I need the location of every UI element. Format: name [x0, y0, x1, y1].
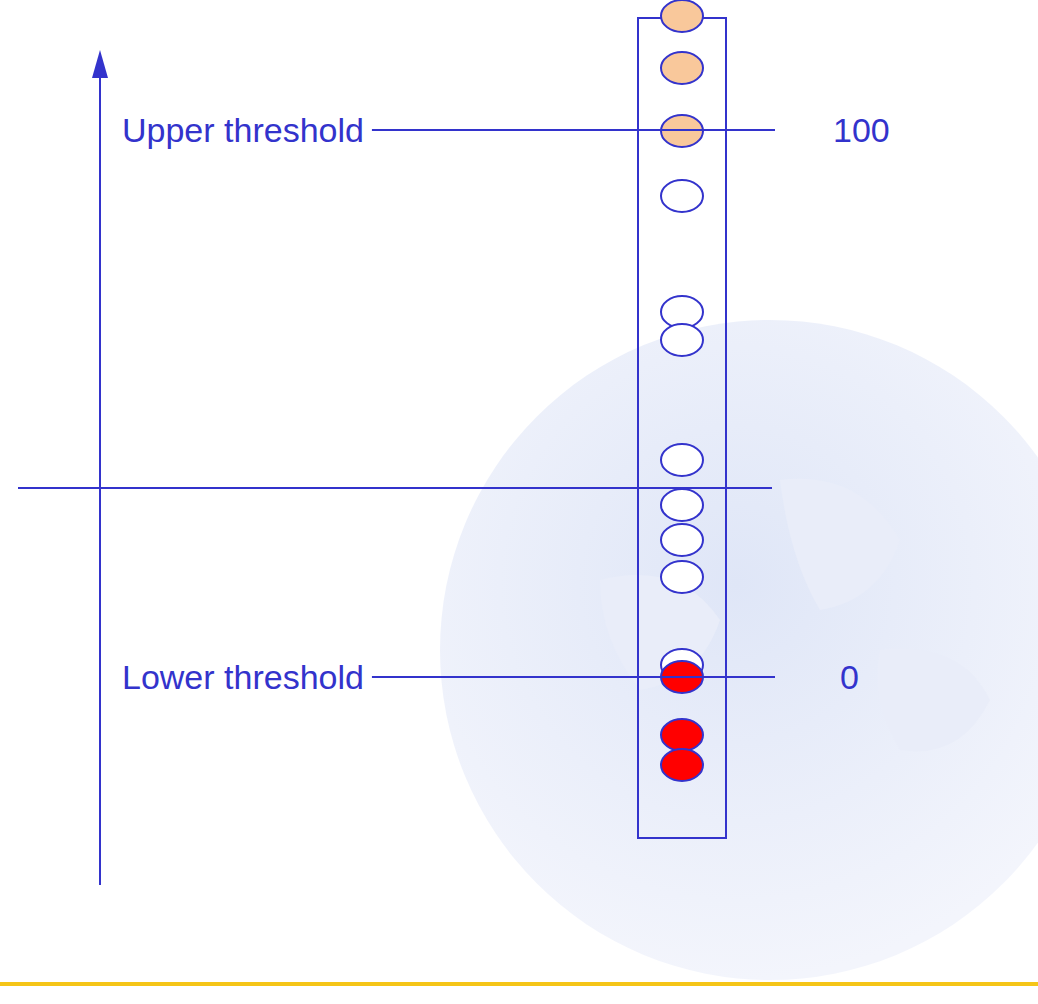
data-point: [661, 749, 703, 781]
threshold-value: 0: [840, 660, 859, 694]
data-point: [661, 489, 703, 521]
globe-watermark: [440, 320, 1038, 980]
data-point: [661, 561, 703, 593]
data-point: [661, 180, 703, 212]
threshold-label: Upper threshold: [122, 113, 364, 147]
footer-rule: [0, 982, 1038, 986]
data-point: [661, 719, 703, 751]
data-point: [661, 0, 703, 32]
horizontal-axis: [18, 487, 772, 489]
threshold-line: [372, 129, 775, 131]
globe-land: [878, 649, 991, 752]
column-box: [638, 18, 726, 838]
axis-arrowhead: [92, 50, 108, 78]
data-point: [661, 324, 703, 356]
threshold-label: Lower threshold: [122, 660, 364, 694]
threshold-line: [372, 676, 775, 678]
data-point: [661, 524, 703, 556]
vertical-axis: [99, 70, 101, 885]
data-point: [661, 52, 703, 84]
threshold-value: 100: [833, 113, 890, 147]
globe-land: [780, 479, 900, 610]
data-point: [661, 444, 703, 476]
